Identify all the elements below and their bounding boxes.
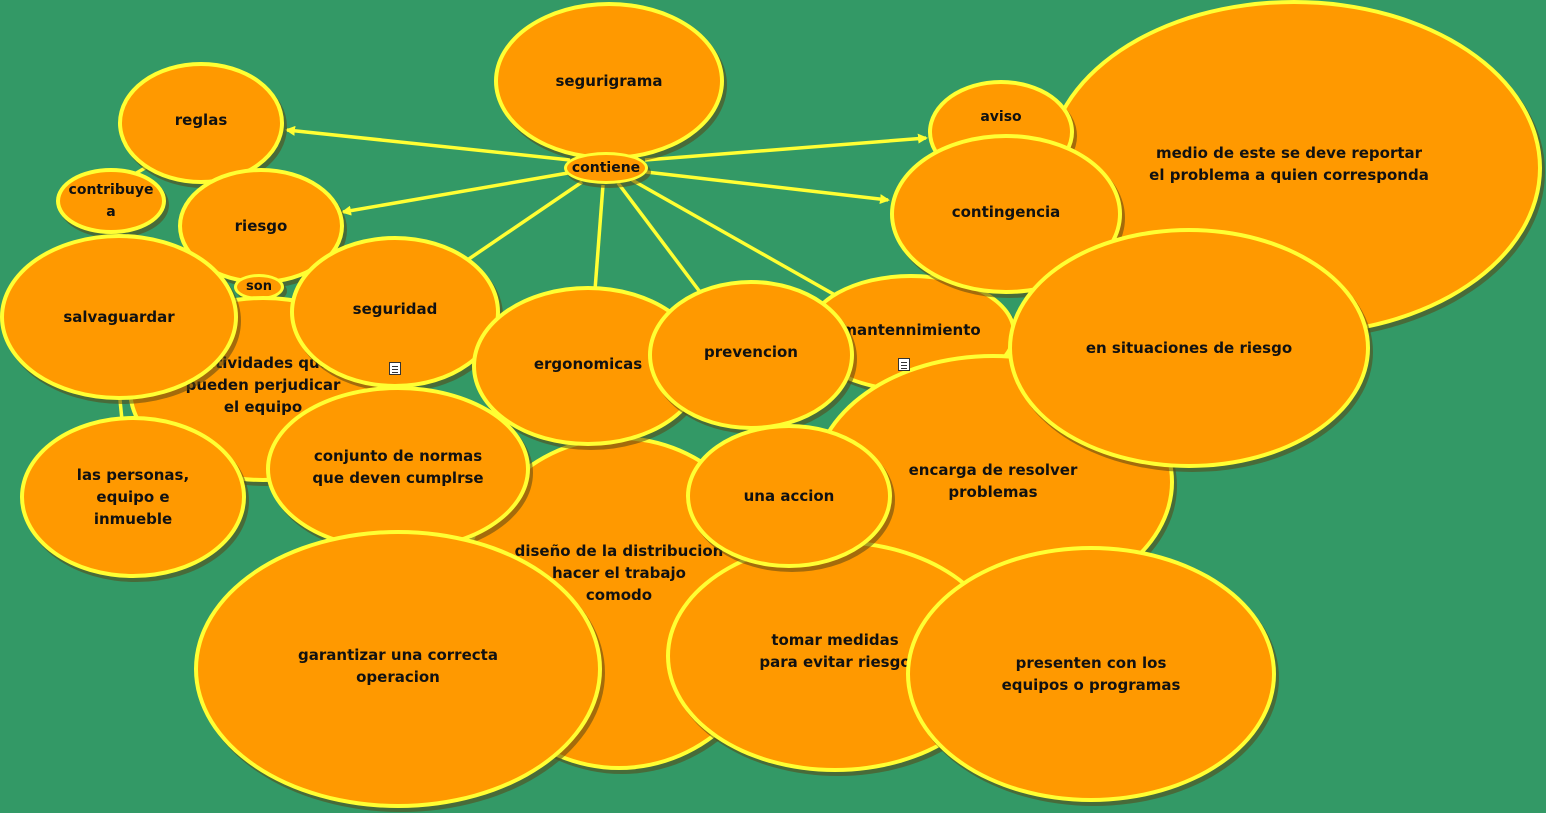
connector-contiene-prevencion: [616, 181, 702, 294]
node-mantenimiento-label: mantennimiento: [841, 321, 981, 339]
node-seguridad-label: seguridad: [352, 300, 438, 318]
node-contingencia-label: contingencia: [951, 203, 1061, 221]
node-accion-label: una accion: [743, 487, 835, 505]
node-ergonomicas-label: ergonomicas: [533, 355, 643, 373]
node-situaciones[interactable]: en situaciones de riesgo: [1008, 228, 1370, 468]
node-contribuye-label: contribuye a: [68, 182, 154, 220]
node-personas-label: las personas, equipo e inmueble: [76, 466, 190, 528]
node-prevencion[interactable]: prevencion: [648, 280, 854, 430]
node-presenten-label: presenten con los equipos o programas: [1001, 654, 1181, 694]
node-normas-label: conjunto de normas que deven cumplrse: [312, 447, 484, 487]
note-icon[interactable]: [898, 358, 910, 371]
node-son[interactable]: son: [234, 274, 284, 300]
note-icon[interactable]: [389, 362, 401, 375]
connector-contiene-riesgo: [341, 171, 569, 216]
node-garantizar-label: garantizar una correcta operacion: [298, 646, 498, 686]
node-garantizar[interactable]: garantizar una correcta operacion: [194, 530, 602, 808]
connector-contiene-ergonomicas: [593, 184, 605, 291]
node-contiene-label: contiene: [571, 160, 641, 176]
node-aviso-label: aviso: [980, 109, 1022, 125]
connector-contiene-contingencia: [645, 170, 890, 205]
node-personas[interactable]: las personas, equipo e inmueble: [20, 416, 246, 578]
node-tomar-label: tomar medidas para evitar riesgo: [759, 631, 911, 671]
node-segurigrama[interactable]: segurigrama: [494, 2, 724, 160]
connector-contiene-aviso: [644, 133, 928, 162]
connector-contiene-seguridad: [459, 180, 583, 267]
node-son-label: son: [246, 279, 272, 294]
node-presenten[interactable]: presenten con los equipos o programas: [906, 546, 1276, 802]
node-segurigrama-label: segurigrama: [555, 72, 663, 90]
node-medio-reportar-label: medio de este se deve reportar el proble…: [1149, 144, 1429, 184]
node-reglas-label: reglas: [174, 111, 228, 129]
connector-contiene-reglas: [285, 125, 571, 162]
node-riesgo-label: riesgo: [234, 217, 288, 235]
node-normas[interactable]: conjunto de normas que deven cumplrse: [266, 386, 530, 552]
node-contiene[interactable]: contiene: [564, 152, 648, 184]
node-accion[interactable]: una accion: [686, 424, 892, 568]
node-contribuye[interactable]: contribuye a: [56, 168, 166, 234]
node-salvaguardar[interactable]: salvaguardar: [0, 234, 238, 400]
connector-contiene-mantenimiento: [631, 178, 836, 297]
node-encarga-label: encarga de resolver problemas: [908, 461, 1078, 501]
node-situaciones-label: en situaciones de riesgo: [1085, 339, 1293, 357]
node-salvaguardar-label: salvaguardar: [63, 308, 175, 326]
node-prevencion-label: prevencion: [704, 343, 798, 361]
node-distribucion-label: diseño de la distribucion hacer el traba…: [514, 542, 724, 604]
node-reglas[interactable]: reglas: [118, 62, 284, 184]
